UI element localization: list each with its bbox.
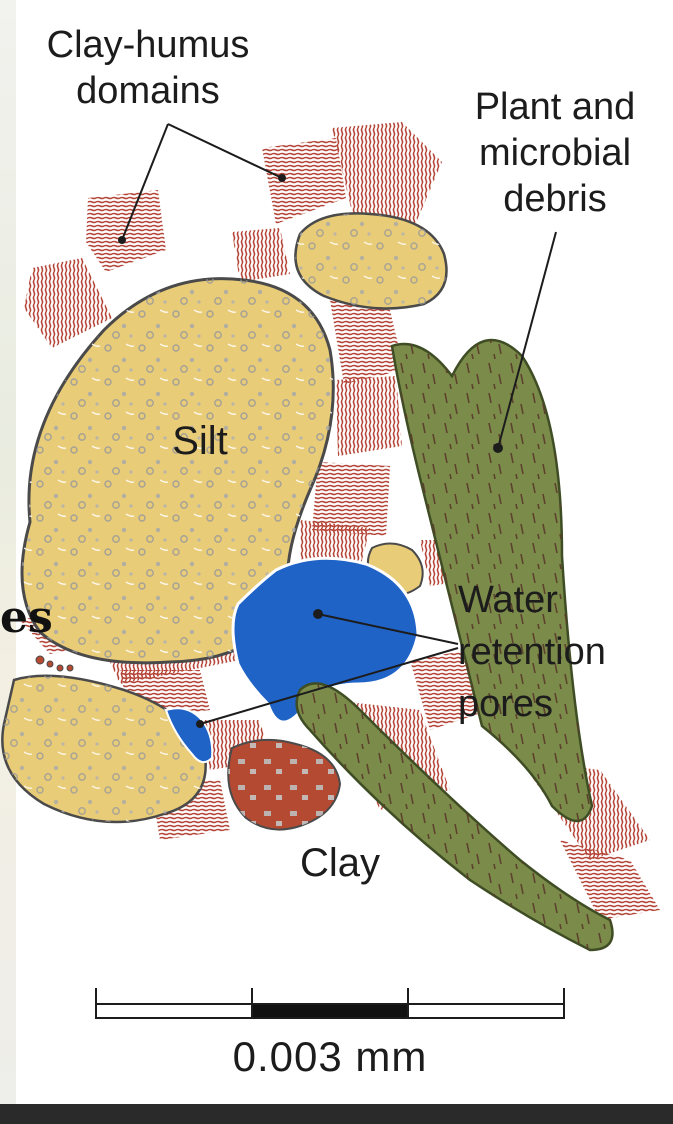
label-plant-microbial-debris: Plant and microbial debris: [440, 84, 670, 222]
clay-dots: [36, 656, 73, 671]
label-silt: Silt: [160, 418, 240, 464]
label-water-retention-pores: Water retention pores: [458, 574, 668, 730]
label-clay: Clay: [290, 840, 390, 886]
label-clay-humus-domains: Clay-humus domains: [18, 22, 278, 114]
scale-bar-label: 0.003 mm: [200, 1034, 460, 1080]
bottom-border: [0, 1104, 673, 1124]
edge-text-fragment: es: [0, 592, 53, 643]
scale-bar: [96, 988, 564, 1018]
